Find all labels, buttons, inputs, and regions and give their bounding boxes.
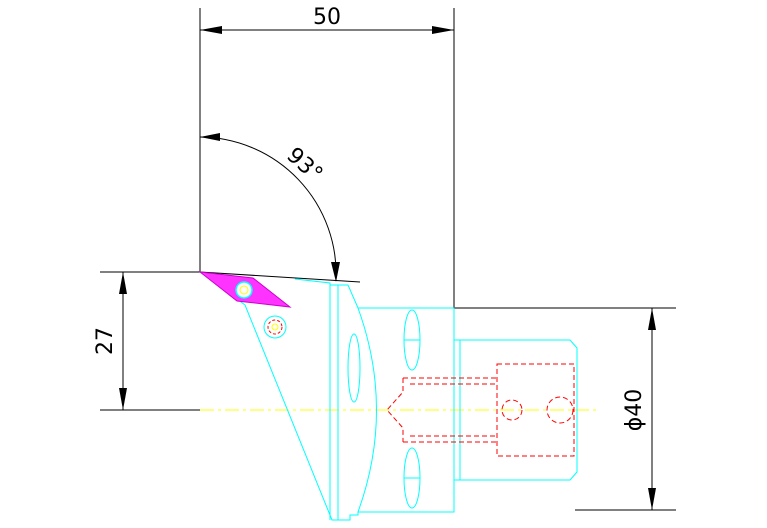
diameter-arrow-bottom	[648, 488, 656, 510]
height-arrow-bottom	[119, 388, 127, 410]
clamp-screw-inner	[267, 319, 283, 335]
diameter-arrow-top	[648, 308, 656, 330]
clamp-screw	[263, 315, 287, 339]
clamp-screw-center	[271, 323, 279, 331]
shank-flange	[453, 339, 461, 481]
clamp-screw-outer	[263, 315, 287, 339]
hidden-features	[386, 363, 575, 457]
diameter-label: ϕ40	[622, 389, 647, 432]
shank-outline	[460, 339, 578, 481]
angle-arrow-bottom	[331, 262, 340, 282]
insert-screw-hole	[235, 281, 253, 299]
angle-arc	[199, 136, 337, 281]
insert-screw-center	[239, 285, 249, 295]
height-arrow-top	[119, 272, 127, 294]
head-curved-face	[357, 307, 377, 513]
width-arrow-right	[432, 26, 454, 34]
hidden-pocket	[496, 363, 575, 457]
head-slot	[347, 333, 361, 403]
hidden-hole-2	[546, 396, 574, 424]
width-arrow-left	[200, 26, 222, 34]
height-label: 27	[93, 327, 118, 355]
tool-head-outline	[199, 271, 455, 521]
angle-ref-line	[199, 271, 361, 283]
angle-dimension: 93°	[199, 133, 361, 283]
diameter-dimension: ϕ40	[454, 307, 676, 511]
angle-arrow-top	[200, 133, 220, 141]
hidden-cone	[386, 378, 404, 442]
width-dimension: 50	[199, 5, 455, 308]
tool-body	[199, 271, 578, 521]
cutting-insert	[198, 271, 292, 308]
height-dimension: 27	[93, 271, 200, 411]
angle-label: 93°	[281, 143, 327, 188]
width-label: 50	[313, 5, 341, 30]
hidden-hole-1	[501, 399, 523, 421]
